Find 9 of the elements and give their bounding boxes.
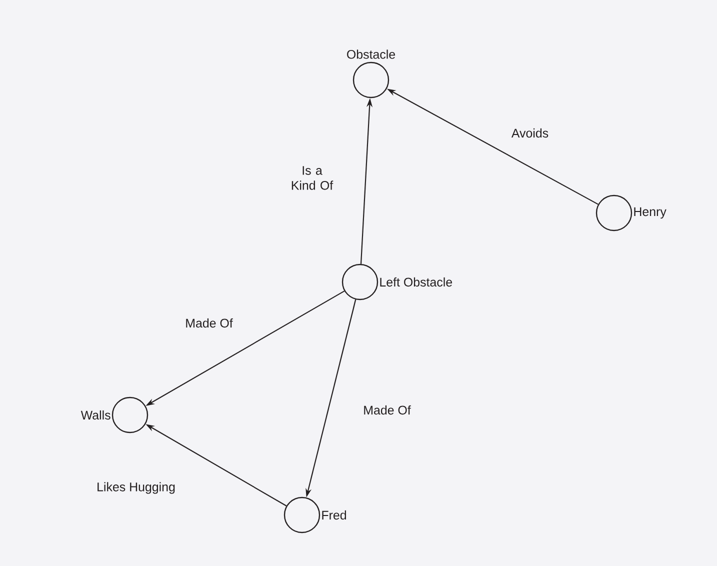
node-label: Obstacle [347,50,396,59]
node-label: Henry [634,207,666,219]
edge-label: Made Of [362,404,412,416]
node-label: Left Obstacle [380,277,452,287]
node-label: Walls [80,410,110,420]
edge-label: Likes Hugging [96,481,176,495]
node-label: Fred [322,510,346,520]
edge-label: Is a Kind Of [284,165,340,191]
edge-label: Made Of [184,317,234,329]
